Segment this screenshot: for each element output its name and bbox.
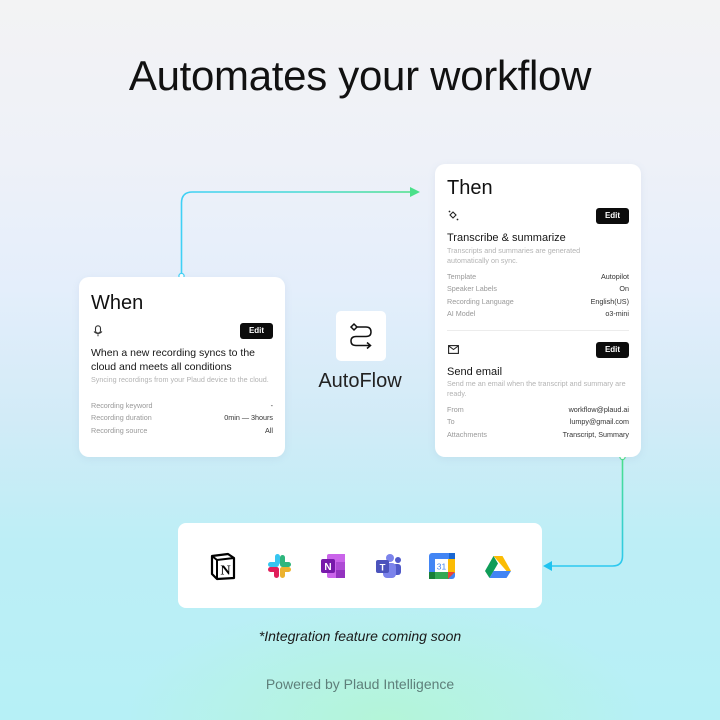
condition-value: - [270, 401, 273, 410]
action-divider [447, 330, 629, 331]
setting-value: English(US) [590, 296, 629, 306]
integrations-panel: N N T 31 [178, 523, 542, 608]
setting-value: Transcript, Summary [562, 429, 629, 439]
transcribe-description: Transcripts and summaries are generated … [447, 246, 581, 265]
setting-value: lumpy@gmail.com [569, 417, 629, 427]
microphone-icon [93, 325, 103, 337]
powered-by: Powered by Plaud Intelligence [265, 676, 455, 692]
connector-then-to-integrations [543, 453, 626, 571]
notion-icon[interactable]: N [208, 551, 238, 581]
setting-key: To [447, 417, 455, 427]
condition-value: 0min — 3hours [224, 413, 273, 423]
google-calendar-icon[interactable]: 31 [427, 551, 457, 581]
setting-row: Speaker Labels On [447, 283, 629, 295]
teams-icon[interactable]: T [373, 551, 403, 581]
svg-text:N: N [324, 562, 331, 573]
onenote-icon[interactable]: N [318, 551, 348, 581]
transcribe-heading: Transcribe & summarize [447, 232, 566, 244]
page-headline: Automates your workflow [128, 52, 592, 99]
email-settings: From workflow@plaud.ai To lumpy@gmail.co… [447, 404, 629, 441]
sparkle-icon [448, 210, 459, 221]
setting-key: Recording Language [447, 296, 514, 306]
setting-value: Autopilot [601, 272, 629, 281]
when-edit-button[interactable]: Edit [240, 323, 273, 339]
setting-value: workflow@plaud.ai [568, 405, 629, 414]
setting-row: Recording Language English(US) [447, 296, 629, 308]
email-description: Send me an email when the transcript and… [447, 379, 626, 398]
when-trigger-description: Syncing recordings from your Plaud devic… [91, 375, 269, 384]
setting-key: From [447, 405, 464, 414]
svg-text:T: T [380, 563, 386, 574]
setting-row: From workflow@plaud.ai [447, 404, 629, 416]
svg-text:N: N [220, 564, 230, 579]
when-card: When Edit When a new recording syncs to … [79, 277, 285, 457]
then-title: Then [447, 177, 493, 199]
setting-value: On [619, 284, 629, 294]
mail-icon [448, 345, 459, 354]
condition-row: Recording keyword - [91, 400, 273, 412]
setting-row: AI Model o3-mini [447, 308, 629, 320]
autoflow-label: AutoFlow [318, 370, 402, 392]
setting-key: AI Model [447, 308, 476, 318]
condition-key: Recording duration [91, 413, 152, 423]
when-trigger-heading: When a new recording syncs to the cloud … [91, 347, 256, 373]
condition-value: All [265, 425, 273, 435]
email-edit-button[interactable]: Edit [596, 342, 629, 358]
setting-key: Template [447, 272, 477, 281]
transcribe-edit-button[interactable]: Edit [596, 208, 629, 224]
connector-when-to-then [178, 187, 420, 280]
slack-icon[interactable] [264, 551, 294, 581]
condition-key: Recording keyword [91, 401, 153, 410]
setting-key: Speaker Labels [447, 284, 497, 294]
when-conditions: Recording keyword - Recording duration 0… [91, 400, 273, 437]
transcribe-settings: Template Autopilot Speaker Labels On Rec… [447, 271, 629, 320]
email-heading: Send email [447, 366, 503, 378]
condition-key: Recording source [91, 425, 148, 435]
setting-row: To lumpy@gmail.com [447, 416, 629, 428]
setting-key: Attachments [447, 429, 487, 439]
calendar-date: 31 [437, 562, 447, 572]
when-title: When [91, 292, 144, 314]
condition-row: Recording source All [91, 425, 273, 437]
then-card: Then Edit Transcribe & summarize Transcr… [435, 164, 641, 457]
setting-row: Attachments Transcript, Summary [447, 429, 629, 441]
autoflow-icon-box [336, 311, 386, 361]
setting-row: Template Autopilot [447, 271, 629, 283]
condition-row: Recording duration 0min — 3hours [91, 412, 273, 424]
autoflow-route-icon [349, 322, 372, 350]
setting-value: o3-mini [605, 308, 629, 318]
integration-footnote: *Integration feature coming soon [258, 628, 462, 644]
google-drive-icon[interactable] [483, 551, 513, 581]
